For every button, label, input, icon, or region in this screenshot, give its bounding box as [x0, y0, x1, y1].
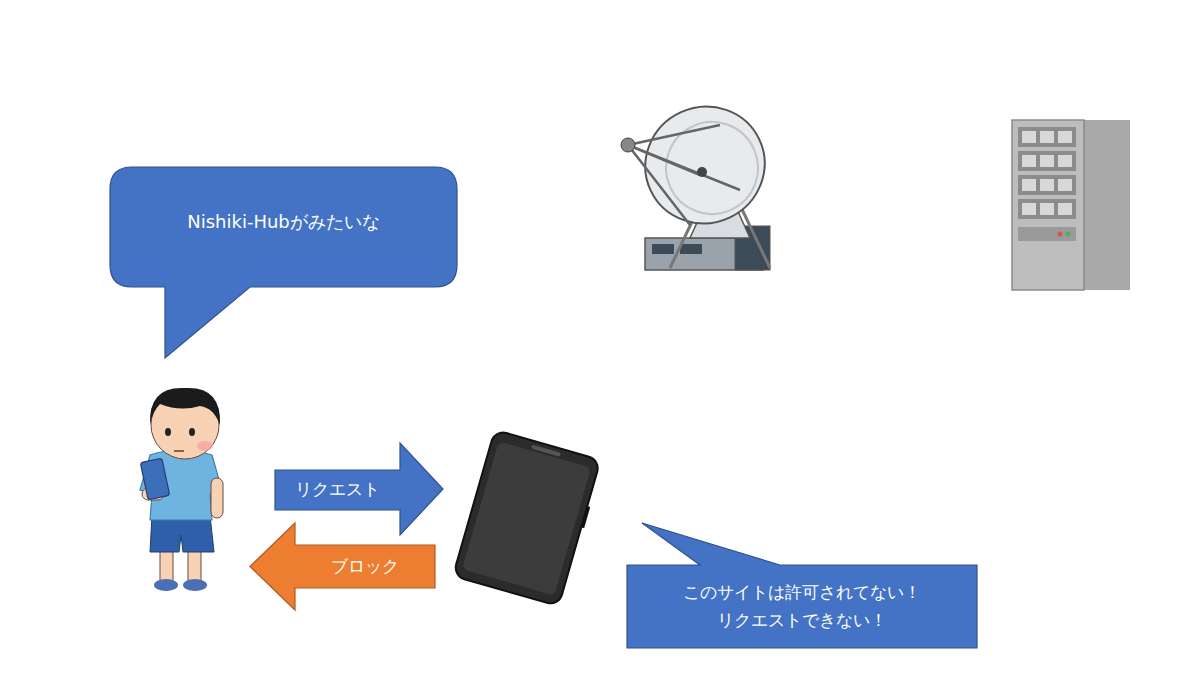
block-arrow: ブロック	[250, 523, 435, 610]
boy-hair	[150, 388, 220, 425]
server-slot	[1022, 203, 1036, 215]
node-outline	[627, 523, 977, 648]
label-text: リクエスト	[295, 476, 380, 503]
boy-shoe	[154, 579, 178, 591]
boy-phone	[140, 458, 169, 500]
server-side	[1082, 120, 1130, 290]
server-slot	[1058, 131, 1072, 143]
callout-box: このサイトは許可されてない！ リクエストできない！	[627, 565, 977, 648]
phone-speaker	[531, 445, 561, 457]
server-slot	[1022, 131, 1036, 143]
boy-cheek	[197, 441, 213, 451]
phone-screen	[462, 441, 591, 595]
label-text: このサイトは許可されてない！ リクエストできない！	[652, 579, 952, 633]
dish-ring	[651, 107, 773, 229]
server-bay	[1018, 199, 1076, 219]
dish-window	[680, 244, 702, 254]
phone-body	[453, 430, 601, 606]
server-led	[1066, 232, 1071, 237]
request-arrow: リクエスト	[275, 443, 443, 535]
server-slots	[1022, 131, 1072, 215]
label-text: ブロック	[331, 553, 399, 580]
boy-arm	[211, 478, 223, 518]
dish-window	[652, 244, 674, 254]
dish-struts	[628, 125, 740, 225]
node-outline	[110, 167, 457, 358]
server-slot	[1058, 179, 1072, 191]
boy-shoe	[183, 579, 207, 591]
server-slot	[1040, 203, 1054, 215]
text-area: Nishiki-Hubがみたいな	[110, 167, 457, 277]
server-slot	[1040, 131, 1054, 143]
server-slot	[1022, 155, 1036, 167]
dish-feed	[621, 138, 635, 152]
phone-button	[581, 506, 590, 528]
server-bay	[1018, 127, 1076, 147]
text-area: ブロック	[295, 545, 435, 588]
text-area: リクエスト	[275, 470, 400, 510]
server-slot	[1058, 155, 1072, 167]
satellite-dish	[621, 87, 784, 270]
boy-mouth	[174, 450, 184, 452]
server-rack	[1012, 120, 1130, 290]
text-area: このサイトは許可されてない！ リクエストできない！	[627, 565, 977, 648]
smartphone	[453, 430, 604, 607]
dish-hub	[697, 167, 707, 177]
server-front	[1012, 120, 1084, 290]
speech-bubble: Nishiki-Hubがみたいな	[110, 167, 457, 287]
server-bay	[1018, 175, 1076, 195]
dish-reflector	[626, 87, 784, 243]
boy-shirt	[140, 450, 222, 520]
server-slot	[1022, 179, 1036, 191]
server-slot	[1058, 203, 1072, 215]
node-outline	[275, 443, 443, 535]
node-outline	[250, 523, 435, 610]
server-slot	[1040, 155, 1054, 167]
server-slot	[1040, 179, 1054, 191]
boy-eye	[189, 428, 195, 436]
server-panel	[1018, 227, 1076, 241]
boy-figure	[140, 388, 223, 591]
node-shape	[627, 565, 977, 648]
server-bay	[1018, 151, 1076, 171]
label-text: Nishiki-Hubがみたいな	[187, 208, 380, 237]
boy-eye	[165, 428, 171, 436]
server-led	[1058, 232, 1063, 237]
